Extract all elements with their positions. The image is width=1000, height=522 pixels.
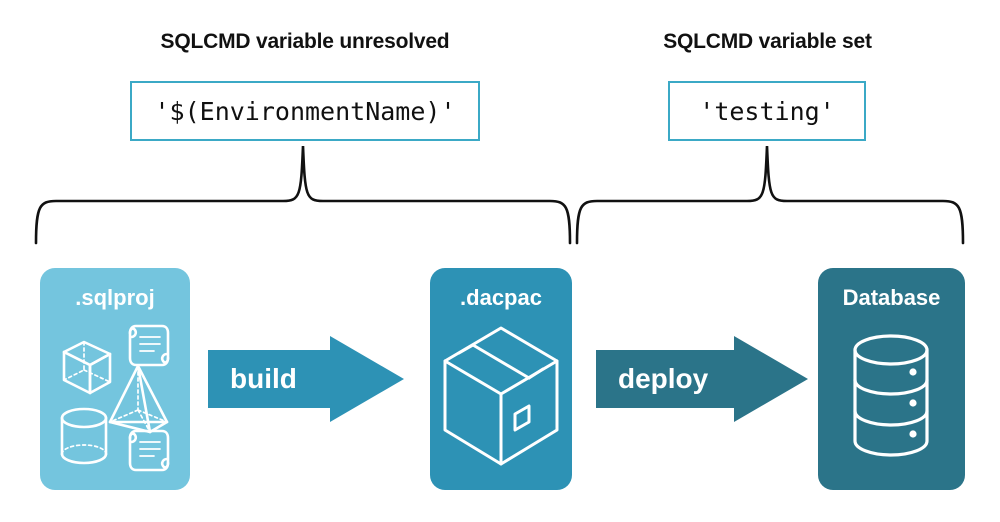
arrow-deploy-label: deploy bbox=[618, 363, 709, 394]
database-cylinder-icon bbox=[853, 334, 929, 457]
variable-set-box: 'testing' bbox=[668, 81, 866, 141]
project-shapes-icon bbox=[60, 324, 170, 472]
heading-sqlcmd-variable-set: SQLCMD variable set bbox=[663, 30, 872, 53]
arrow-build-icon bbox=[208, 336, 404, 422]
stage-label-database: Database bbox=[842, 285, 941, 310]
variable-unresolved-box: '$(EnvironmentName)' bbox=[130, 81, 480, 141]
scroll-icon-bottom bbox=[128, 429, 170, 472]
database-dot-2 bbox=[909, 399, 917, 407]
database-dot-3 bbox=[909, 430, 917, 438]
stage-label-dacpac: .dacpac bbox=[460, 285, 542, 310]
pyramid-icon bbox=[108, 364, 169, 434]
package-box-icon bbox=[443, 326, 559, 466]
scroll-icon-top bbox=[128, 324, 170, 367]
arrow-build: build bbox=[208, 336, 404, 422]
database-dot-1 bbox=[909, 368, 917, 376]
arrow-build-label: build bbox=[230, 363, 297, 394]
stage-box-sqlproj: .sqlproj bbox=[40, 268, 190, 490]
brace-left-icon bbox=[34, 145, 572, 245]
stage-box-database: Database bbox=[818, 268, 965, 490]
arrow-deploy-icon bbox=[596, 336, 808, 422]
stage-label-sqlproj: .sqlproj bbox=[75, 285, 155, 310]
arrow-deploy: deploy bbox=[596, 336, 808, 422]
heading-sqlcmd-variable-unresolved: SQLCMD variable unresolved bbox=[160, 30, 450, 53]
cube-icon bbox=[62, 340, 112, 395]
cylinder-icon bbox=[60, 407, 108, 465]
stage-box-dacpac: .dacpac bbox=[430, 268, 572, 490]
brace-right-icon bbox=[575, 145, 965, 245]
